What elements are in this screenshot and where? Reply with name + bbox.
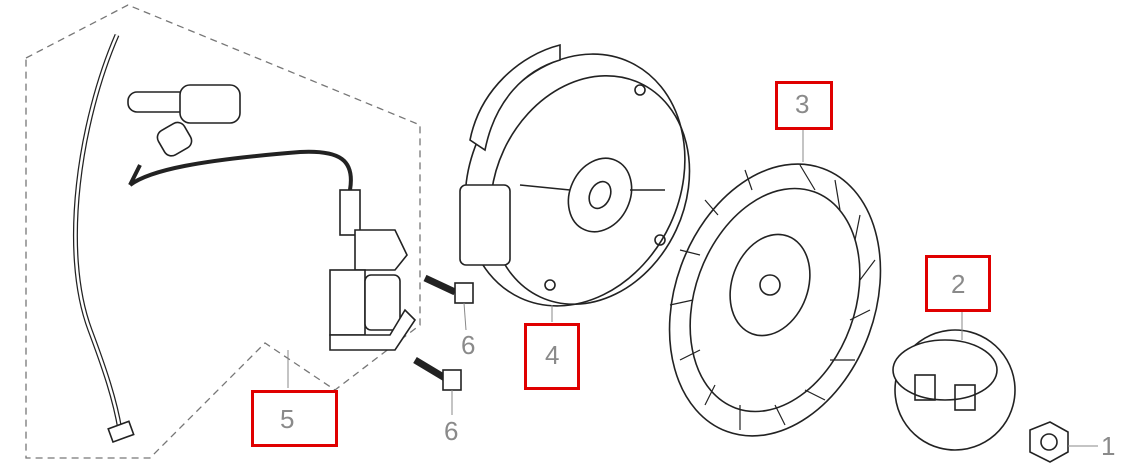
part-label-5: 5 bbox=[280, 404, 295, 434]
part-label-4: 4 bbox=[545, 340, 560, 370]
highlight-box-2 bbox=[925, 255, 991, 312]
part-label-6-lower: 6 bbox=[444, 416, 459, 446]
ignition-coil bbox=[329, 189, 417, 351]
bolt-lower bbox=[413, 356, 462, 415]
bolt-upper bbox=[423, 274, 474, 331]
starter-cup bbox=[892, 312, 1016, 451]
flywheel bbox=[459, 43, 691, 322]
coil-lead-wire bbox=[128, 149, 353, 191]
highlight-box-4 bbox=[524, 323, 580, 390]
cooling-fan bbox=[668, 130, 882, 437]
highlight-box-3 bbox=[775, 81, 833, 130]
spark-plug-wire bbox=[72, 34, 123, 431]
part-label-1: 1 bbox=[1101, 431, 1116, 461]
part-label-3: 3 bbox=[795, 89, 810, 119]
flange-nut bbox=[1029, 421, 1098, 463]
part-label-2: 2 bbox=[951, 269, 966, 299]
highlight-box-5 bbox=[251, 390, 338, 447]
spark-plug-cap bbox=[127, 84, 241, 157]
part-label-6-upper: 6 bbox=[461, 330, 476, 360]
